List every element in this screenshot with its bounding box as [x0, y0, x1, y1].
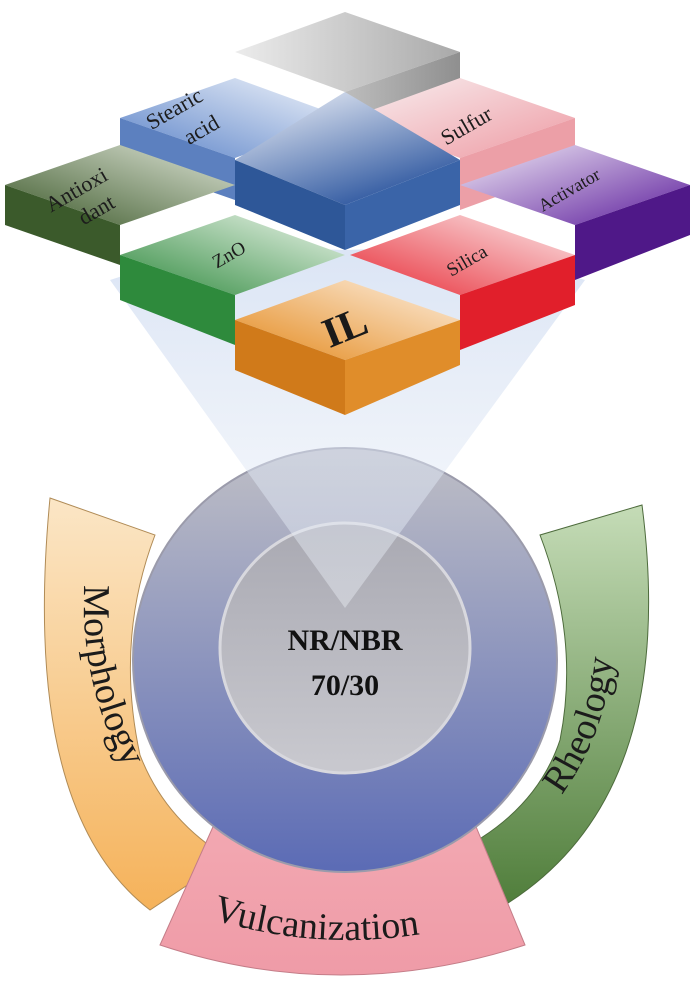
tile-antioxidant: Antioxi dant: [5, 145, 235, 265]
tile-silica: Silica: [350, 215, 575, 350]
tile-il: IL: [235, 280, 460, 415]
hub-label-line1: NR/NBR: [287, 624, 402, 657]
tile-activator: Activator: [460, 145, 690, 280]
tile-zno: ZnO: [120, 215, 345, 345]
hub-label-line2: 70/30: [311, 669, 379, 702]
tile-center-blue: [235, 92, 460, 250]
